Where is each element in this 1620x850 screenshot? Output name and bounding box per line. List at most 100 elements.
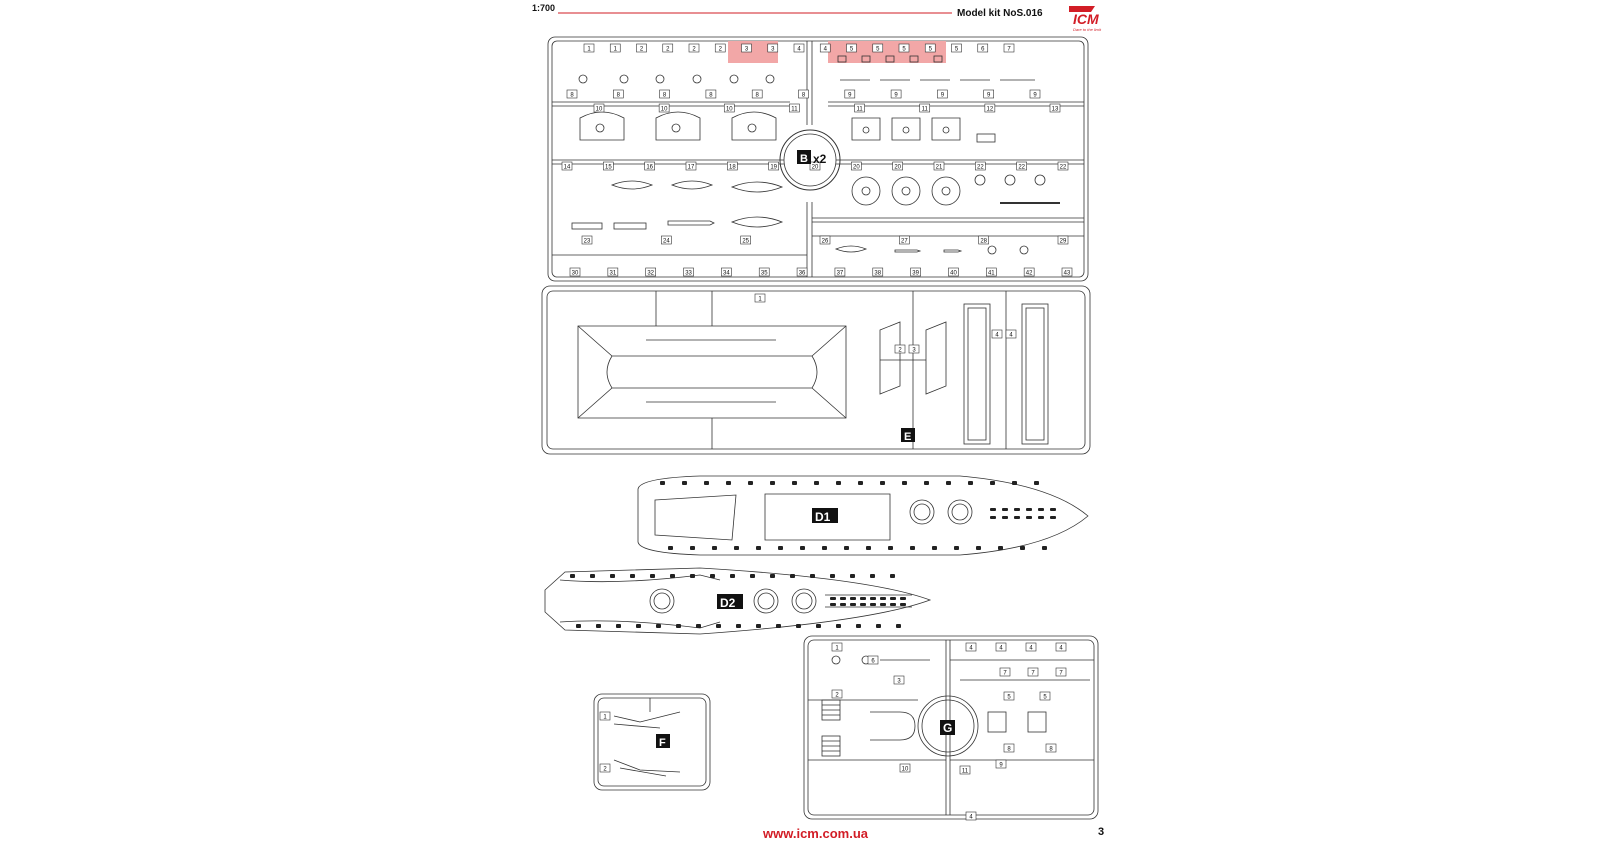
fitting-47 [1050, 516, 1056, 519]
fitting-17 [736, 624, 741, 628]
sprue-E [541, 285, 1091, 455]
b-label-r5-6: 29 [1057, 235, 1069, 245]
svg-text:4: 4 [1029, 646, 1033, 652]
svg-text:4: 4 [995, 333, 999, 339]
b-label-r5-5: 28 [978, 235, 989, 245]
fitting-6 [630, 574, 635, 578]
b-label-r5-1: 24 [661, 235, 672, 245]
fitting-44 [880, 597, 886, 600]
svg-text:8: 8 [617, 93, 621, 99]
fitting-21 [776, 624, 781, 628]
fitting-22 [902, 481, 907, 485]
svg-text:1: 1 [614, 47, 618, 53]
deck-housings [851, 117, 961, 141]
deck-D2-letter: D2 [720, 596, 736, 610]
b-label-r1-1: 1 [609, 43, 621, 53]
fitting-22 [790, 574, 795, 578]
deck-D1-badge [812, 508, 838, 523]
deck-D2 [544, 567, 932, 635]
g-label-6: 4 [1055, 642, 1067, 652]
sprue-B-badge [797, 150, 811, 164]
searchlight-discs [851, 174, 1060, 206]
svg-text:5: 5 [876, 47, 880, 53]
svg-text:5: 5 [1007, 695, 1011, 701]
fitting-23 [910, 546, 915, 550]
svg-text:40: 40 [950, 271, 957, 277]
fitting-18 [750, 574, 755, 578]
fitting-7 [734, 546, 739, 550]
svg-text:31: 31 [610, 271, 617, 277]
svg-text:9: 9 [848, 93, 852, 99]
b-label-r4-1: 15 [603, 161, 614, 171]
b-label-r3-7: 13 [1049, 103, 1061, 113]
fitting-8 [748, 481, 753, 485]
sprue-G-letter: G [943, 721, 952, 735]
b-label-r1-11: 5 [872, 43, 884, 53]
b-label-r1-6: 3 [741, 43, 752, 53]
g-label-12: 7 [1027, 667, 1039, 677]
fitting-5 [712, 546, 717, 550]
svg-text:18: 18 [729, 165, 736, 171]
svg-text:42: 42 [1026, 271, 1033, 277]
fitting-37 [990, 516, 996, 519]
fitting-24 [810, 574, 815, 578]
b-label-r6-8: 38 [872, 267, 884, 277]
b-label-r4-2: 16 [644, 161, 655, 171]
svg-text:38: 38 [874, 271, 881, 277]
g-label-17: 10 [899, 763, 911, 773]
svg-text:7: 7 [1007, 47, 1011, 53]
svg-text:5: 5 [902, 47, 906, 53]
fitting-26 [946, 481, 951, 485]
b-label-r2-10: 9 [1029, 89, 1041, 99]
svg-text:4: 4 [1059, 646, 1063, 652]
svg-text:22: 22 [1060, 165, 1067, 171]
highlight-parts-3-4 [728, 41, 778, 63]
svg-text:16: 16 [646, 165, 653, 171]
sprue-F-badge [656, 734, 670, 748]
g-label-8: 5 [1003, 691, 1015, 701]
svg-text:11: 11 [962, 769, 969, 775]
svg-text:32: 32 [647, 271, 654, 277]
b-label-r5-4: 27 [899, 235, 910, 245]
svg-text:7: 7 [1031, 671, 1035, 677]
b-label-r1-14: 5 [951, 43, 962, 53]
svg-text:1: 1 [835, 646, 839, 652]
fitting-12 [792, 481, 797, 485]
b-label-r5-2: 25 [740, 235, 751, 245]
svg-text:41: 41 [988, 271, 995, 277]
fitting-41 [860, 603, 866, 606]
b-label-r1-2: 2 [636, 43, 647, 53]
sprue-B-letter: B [800, 153, 808, 165]
svg-text:8: 8 [663, 93, 667, 99]
b-label-r4-3: 17 [685, 161, 697, 171]
b-label-r1-4: 2 [688, 43, 700, 53]
fitting-11 [676, 624, 681, 628]
fitting-31 [876, 624, 881, 628]
svg-text:35: 35 [761, 271, 768, 277]
svg-text:9: 9 [1033, 93, 1037, 99]
svg-text:10: 10 [596, 107, 603, 113]
svg-text:39: 39 [912, 271, 919, 277]
g-label-2: 3 [893, 675, 905, 685]
deck-D2-badge [717, 594, 743, 609]
fitting-27 [954, 546, 959, 550]
b-label-r6-12: 42 [1023, 267, 1035, 277]
svg-text:2: 2 [666, 47, 670, 53]
fitting-37 [840, 603, 846, 606]
svg-text:8: 8 [1049, 747, 1053, 753]
svg-text:4: 4 [969, 815, 973, 821]
fitting-41 [1014, 516, 1020, 519]
fitting-35 [830, 603, 836, 606]
g-label-5: 4 [1025, 642, 1037, 652]
svg-text:43: 43 [1064, 271, 1071, 277]
svg-text:11: 11 [922, 107, 929, 113]
logo-text: ICM [1073, 11, 1099, 27]
fitting-9 [656, 624, 661, 628]
fitting-34 [1034, 481, 1039, 485]
fitting-47 [890, 603, 896, 606]
svg-text:1: 1 [758, 297, 762, 303]
b-label-r3-1: 10 [658, 103, 670, 113]
b-label-r6-3: 33 [683, 267, 694, 277]
